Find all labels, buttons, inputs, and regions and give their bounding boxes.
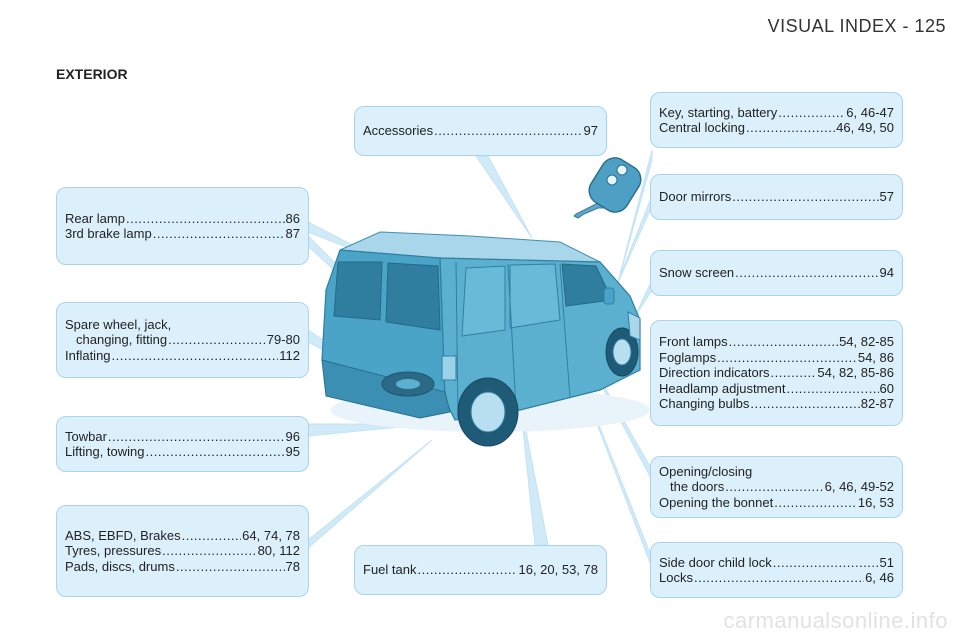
entry-label: Front lamps bbox=[659, 334, 728, 350]
entry-pages: 6, 46, 49-52 bbox=[824, 479, 894, 495]
page-header: VISUAL INDEX - 125 bbox=[767, 16, 946, 36]
index-entry: Headlamp adjustment 60 bbox=[659, 381, 894, 397]
entry-label: Opening/closing bbox=[659, 463, 753, 479]
callout-front-lamps: Front lamps 54, 82-85 Foglamps 54, 86 Dire… bbox=[650, 320, 903, 426]
entry-label: Locks bbox=[659, 570, 693, 585]
callout-snow-screen: Snow screen 94 bbox=[650, 250, 903, 296]
index-entry: 3rd brake lamp 87 bbox=[65, 226, 300, 242]
index-entry: Changing bulbs 82-87 bbox=[659, 396, 894, 412]
entry-label: changing, fitting bbox=[76, 332, 168, 348]
entry-label: 3rd brake lamp bbox=[65, 226, 152, 241]
entry-pages: 96 bbox=[285, 428, 300, 444]
entry-pages: 6, 46 bbox=[865, 570, 894, 585]
entry-pages: 78 bbox=[285, 558, 300, 574]
entry-label: Changing bulbs bbox=[659, 396, 750, 412]
entry-pages: 51 bbox=[879, 554, 894, 570]
entry-pages: 95 bbox=[285, 444, 300, 459]
entry-label: Headlamp adjustment bbox=[659, 380, 786, 396]
entry-label: Side door child lock bbox=[659, 554, 772, 570]
entry-pages: 54, 82, 85-86 bbox=[817, 365, 894, 381]
index-entry: Locks 6, 46 bbox=[659, 570, 894, 586]
index-entry: the doors 6, 46, 49-52 bbox=[659, 479, 894, 495]
index-entry: Front lamps 54, 82-85 bbox=[659, 334, 894, 350]
callout-door-mirrors: Door mirrors 57 bbox=[650, 174, 903, 220]
entry-label: Foglamps bbox=[659, 349, 717, 365]
callout-fuel-tank: Fuel tank 16, 20, 53, 78 bbox=[354, 545, 607, 595]
entry-label: Pads, discs, drums bbox=[65, 558, 175, 574]
entry-pages: 82-87 bbox=[860, 396, 894, 412]
callout-key: Key, starting, battery 6, 46-47 Central l… bbox=[650, 92, 903, 148]
index-entry: Spare wheel, jack, bbox=[65, 317, 300, 333]
entry-label: Inflating bbox=[65, 347, 111, 363]
entry-label: the doors bbox=[670, 479, 725, 495]
entry-label: Snow screen bbox=[659, 265, 735, 281]
index-entry: ABS, EBFD, Brakes 64, 74, 78 bbox=[65, 528, 300, 544]
entry-pages: 86 bbox=[285, 210, 300, 226]
entry-label: Key, starting, battery bbox=[659, 104, 778, 120]
entry-label: Tyres, pressures bbox=[65, 543, 162, 559]
entry-label: Direction indicators bbox=[659, 365, 770, 381]
entry-label: Towbar bbox=[65, 428, 107, 444]
index-entry: changing, fitting 79-80 bbox=[65, 332, 300, 348]
entry-label: Opening the bonnet bbox=[659, 494, 774, 510]
entry-label: Accessories bbox=[363, 123, 434, 139]
entry-label: Door mirrors bbox=[659, 189, 732, 205]
index-entry: Foglamps 54, 86 bbox=[659, 350, 894, 366]
index-entry: Opening the bonnet 16, 53 bbox=[659, 495, 894, 511]
index-entry: Door mirrors 57 bbox=[659, 189, 894, 205]
index-entry: Opening/closing bbox=[659, 464, 894, 480]
index-entry: Snow screen 94 bbox=[659, 265, 894, 281]
entry-pages: 6, 46-47 bbox=[846, 104, 894, 120]
callout-spare-wheel: Spare wheel, jack, changing, fitting 79-8… bbox=[56, 302, 309, 378]
index-entry: Key, starting, battery 6, 46-47 bbox=[659, 105, 894, 121]
index-entry: Direction indicators 54, 82, 85-86 bbox=[659, 365, 894, 381]
entry-label: Central locking bbox=[659, 120, 745, 135]
index-entry: Accessories 97 bbox=[363, 123, 598, 139]
callout-rear-lamp: Rear lamp 86 3rd brake lamp 87 bbox=[56, 187, 309, 265]
callout-abs: ABS, EBFD, Brakes 64, 74, 78 Tyres, press… bbox=[56, 505, 309, 597]
index-entry: Inflating 112 bbox=[65, 348, 300, 364]
key-icon bbox=[573, 157, 642, 219]
entry-label: ABS, EBFD, Brakes bbox=[65, 527, 181, 543]
entry-label: Rear lamp bbox=[65, 210, 125, 226]
entry-label: Lifting, towing bbox=[65, 444, 145, 459]
entry-pages: 16, 20, 53, 78 bbox=[518, 562, 598, 578]
index-entry: Central locking 46, 49, 50 bbox=[659, 120, 894, 136]
callout-side-door: Side door child lock 51 Locks 6, 46 bbox=[650, 542, 903, 598]
index-entry: Pads, discs, drums 78 bbox=[65, 559, 300, 575]
entry-pages: 80, 112 bbox=[257, 543, 300, 559]
van-illustration bbox=[321, 231, 650, 447]
entry-pages: 112 bbox=[279, 347, 300, 363]
index-entry: Fuel tank 16, 20, 53, 78 bbox=[363, 562, 598, 578]
index-entry: Tyres, pressures 80, 112 bbox=[65, 543, 300, 559]
entry-pages: 54, 86 bbox=[857, 349, 894, 365]
index-entry: Lifting, towing 95 bbox=[65, 444, 300, 460]
entry-pages: 94 bbox=[879, 265, 894, 281]
entry-pages: 64, 74, 78 bbox=[242, 527, 300, 543]
index-entry: Rear lamp 86 bbox=[65, 211, 300, 227]
entry-pages: 87 bbox=[285, 226, 300, 241]
index-entry: Side door child lock 51 bbox=[659, 555, 894, 571]
callout-towbar: Towbar 96 Lifting, towing 95 bbox=[56, 416, 309, 472]
entry-pages: 60 bbox=[879, 380, 894, 396]
callout-opening: Opening/closing the doors 6, 46, 49-52 Op… bbox=[650, 456, 903, 518]
callout-accessories: Accessories 97 bbox=[354, 106, 607, 156]
entry-label: Fuel tank bbox=[363, 562, 417, 578]
section-title: EXTERIOR bbox=[56, 66, 128, 82]
index-entry: Towbar 96 bbox=[65, 429, 300, 445]
watermark: carmanualsonline.info bbox=[723, 608, 948, 633]
entry-pages: 54, 82-85 bbox=[839, 334, 894, 350]
entry-pages: 57 bbox=[879, 189, 894, 205]
entry-pages: 97 bbox=[583, 123, 598, 139]
entry-pages: 46, 49, 50 bbox=[836, 120, 894, 135]
entry-pages: 79-80 bbox=[266, 332, 300, 348]
entry-pages: 16, 53 bbox=[857, 494, 894, 510]
entry-label: Spare wheel, jack, bbox=[65, 316, 172, 332]
